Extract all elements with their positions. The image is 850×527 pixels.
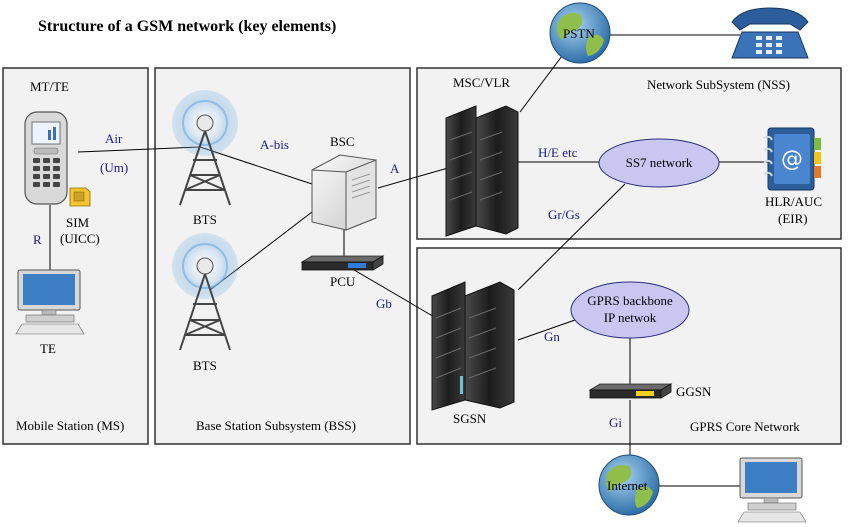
terminal-computer-icon (15, 269, 85, 335)
sgsn-label: SGSN (453, 411, 487, 426)
ggsn-label: GGSN (676, 384, 712, 399)
hlr-auc-database-icon: @ (763, 127, 821, 191)
region-gprs-core: GPRS Core Network (416, 247, 842, 445)
um-interface-label: (Um) (100, 160, 128, 175)
gb-interface-label: Gb (376, 296, 392, 311)
hlr-auc-label: HLR/AUC (765, 194, 822, 209)
msc-vlr-server-icon (445, 105, 519, 237)
sgsn-server-icon (431, 281, 515, 411)
bts-label-2: BTS (193, 358, 217, 373)
gprs-backbone-label: GPRS backbone (587, 293, 673, 308)
a-interface-label: A (390, 161, 400, 176)
internet-computer-icon (737, 457, 807, 523)
sim-card-icon (69, 187, 91, 207)
bts-label: BTS (193, 212, 217, 227)
region-nss-label: Network SubSystem (NSS) (647, 77, 790, 92)
ss7-network-node: SS7 network (598, 138, 720, 188)
abis-interface-label: A-bis (260, 137, 289, 152)
pstn-globe-icon (549, 2, 611, 64)
pstn-label: PSTN (563, 26, 595, 41)
pcu-device-icon (300, 255, 385, 271)
uicc-label: (UICC) (60, 231, 100, 246)
ss7-label: SS7 network (626, 155, 693, 170)
pcu-label: PCU (330, 274, 356, 289)
gn-interface-label: Gn (544, 329, 560, 344)
msc-vlr-label: MSC/VLR (453, 75, 510, 90)
bsc-server-icon (311, 154, 377, 231)
bts-tower-icon (172, 90, 238, 206)
bts-tower-icon-2 (172, 233, 238, 351)
r-interface-label: R (33, 232, 42, 247)
region-mobile-station-label: Mobile Station (MS) (16, 418, 124, 433)
internet-label: Internet (607, 478, 648, 493)
bsc-label: BSC (330, 134, 355, 149)
eir-label: (EIR) (778, 211, 808, 226)
internet-globe-icon (598, 454, 660, 516)
region-bss-label: Base Station Subsystem (BSS) (196, 418, 356, 433)
telephone-icon (731, 7, 809, 59)
gprs-backbone-node: GPRS backbone IP netwok (570, 281, 690, 339)
ggsn-device-icon (588, 383, 673, 399)
grgs-interface-label: Gr/Gs (548, 207, 580, 222)
at-symbol-icon: @ (781, 147, 803, 172)
mt-te-label: MT/TE (30, 79, 69, 94)
he-interface-label: H/E etc (538, 145, 578, 160)
ip-network-label: IP netwok (604, 310, 657, 325)
air-interface-label: Air (105, 131, 123, 146)
sim-label: SIM (66, 215, 90, 230)
region-gprs-core-label: GPRS Core Network (690, 419, 800, 434)
te-label: TE (40, 341, 56, 356)
mobile-phone-icon (24, 111, 68, 205)
gi-interface-label: Gi (609, 415, 622, 430)
diagram-title: Structure of a GSM network (key elements… (38, 18, 336, 35)
